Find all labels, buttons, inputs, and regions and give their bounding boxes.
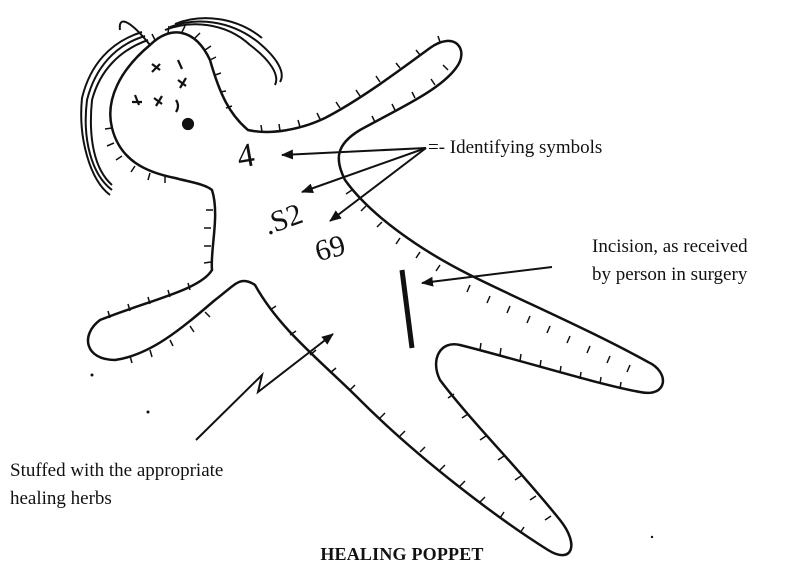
stuffed-label-line2: healing herbs	[10, 486, 112, 512]
chest-symbol-b: .S2	[259, 197, 307, 241]
chest-symbol-a: 4	[234, 136, 257, 175]
belly-symbol: 69	[311, 229, 349, 269]
identifying-symbol-glyphs: 4 .S2 69	[234, 136, 349, 268]
incision-label-line2: by person in surgery	[592, 262, 747, 288]
annotation-arrows	[196, 148, 552, 440]
stitch-marks	[105, 26, 630, 533]
incision-label-line1: Incision, as received	[592, 234, 748, 260]
stray-dot	[147, 411, 150, 414]
stuffed-label-line1: Stuffed with the appropriate	[10, 458, 223, 484]
incision-mark	[402, 270, 412, 348]
stray-dot	[91, 374, 94, 377]
doll-face	[132, 60, 193, 129]
identifying-symbols-label: =- Identifying symbols	[428, 135, 602, 161]
figure-caption: HEALING POPPET	[0, 541, 804, 567]
stray-dot	[651, 536, 653, 538]
